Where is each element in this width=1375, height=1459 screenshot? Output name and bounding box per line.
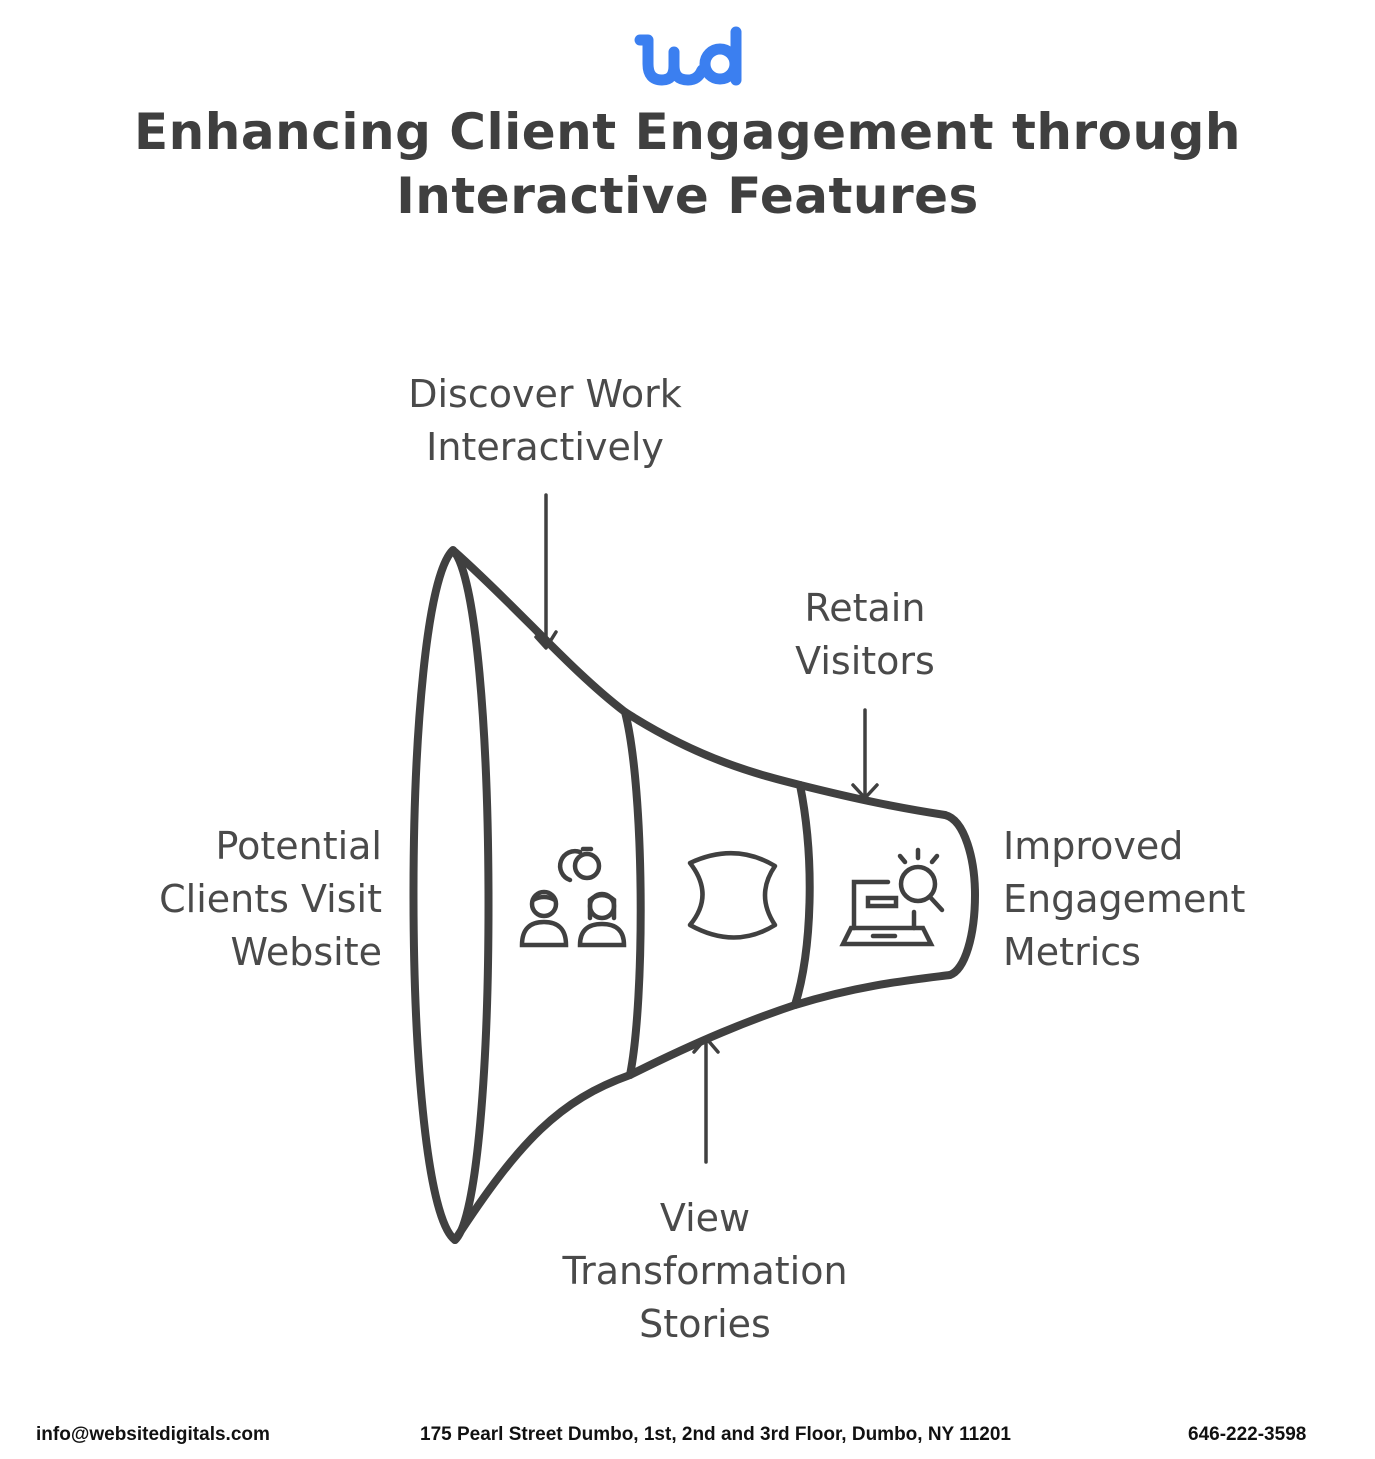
arrow-view xyxy=(692,1036,720,1164)
arrow-discover xyxy=(534,493,558,650)
stage-divider-1 xyxy=(621,708,645,1079)
transformation-shape-icon xyxy=(687,851,778,940)
funnel-top-edge xyxy=(451,548,949,819)
stage-label-retain: Retain Visitors xyxy=(795,586,935,683)
footer-address: 175 Pearl Street Dumbo, 1st, 2nd and 3rd… xyxy=(420,1424,1011,1445)
stage-label-discover: Discover Work Interactively xyxy=(408,372,682,469)
title-line-2: Interactive Features xyxy=(396,167,979,225)
stage-label-view: View Transformation Stories xyxy=(562,1196,848,1346)
footer-phone[interactable]: 646-222-3598 xyxy=(1188,1424,1307,1445)
funnel-exit xyxy=(941,811,979,979)
brand-logo xyxy=(634,26,742,86)
stage-divider-2 xyxy=(791,781,814,1009)
title-line-1: Enhancing Client Engagement through xyxy=(134,103,1241,161)
laptop-analytics-icon xyxy=(839,847,945,947)
people-connection-icon xyxy=(519,846,627,948)
entry-label: Potential Clients Visit Website xyxy=(159,824,382,974)
footer-email[interactable]: info@websitedigitals.com xyxy=(36,1424,270,1445)
page-title: Enhancing Client Engagement through Inte… xyxy=(0,100,1375,228)
exit-label: Improved Engagement Metrics xyxy=(1003,824,1246,974)
arrow-retain xyxy=(851,708,879,800)
funnel-mouth xyxy=(409,546,493,1244)
